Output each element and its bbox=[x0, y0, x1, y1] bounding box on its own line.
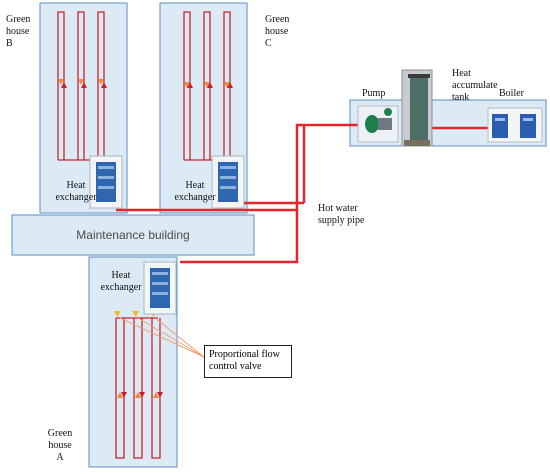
valve-1 bbox=[114, 311, 121, 317]
greenhouse-c-arrows bbox=[184, 82, 233, 88]
valve-leader-lines bbox=[119, 317, 205, 358]
maintenance-building-label: Maintenance building bbox=[76, 228, 190, 242]
greenhouse-a-loops bbox=[115, 317, 161, 459]
pump-unit bbox=[357, 105, 399, 143]
heat-exchanger-a bbox=[143, 261, 177, 315]
pump-label: Pump bbox=[362, 88, 386, 99]
heat-exchanger-b bbox=[89, 155, 123, 209]
boiler-label: Boiler bbox=[499, 88, 524, 99]
greenhouse-b-arrows bbox=[58, 79, 107, 88]
hot-water-supply-pipe-label: Hot water supply pipe bbox=[318, 203, 365, 226]
greenhouse-a-label: Green house A bbox=[47, 428, 73, 463]
greenhouse-a-arrows bbox=[117, 392, 163, 398]
valve-2 bbox=[132, 311, 139, 317]
heat-exchanger-c-label: Heat exchanger bbox=[174, 180, 216, 203]
heat-exchanger-c bbox=[211, 155, 245, 209]
proportional-flow-control-valve-callout: Proportional flow control valve bbox=[204, 345, 292, 378]
heat-accumulate-tank-label: Heat accumulate tank bbox=[452, 68, 498, 103]
heat-accumulate-tank-unit bbox=[401, 69, 433, 147]
greenhouse-b-label: Green house B bbox=[6, 14, 31, 49]
heat-exchanger-a-label: Heat exchanger bbox=[100, 270, 142, 293]
maintenance-building-panel bbox=[11, 214, 255, 256]
greenhouse-c-label: Green house C bbox=[265, 14, 290, 49]
heat-exchanger-b-label: Heat exchanger bbox=[55, 180, 97, 203]
boiler-units bbox=[487, 107, 543, 143]
hot-water-supply-pipes bbox=[116, 123, 488, 264]
